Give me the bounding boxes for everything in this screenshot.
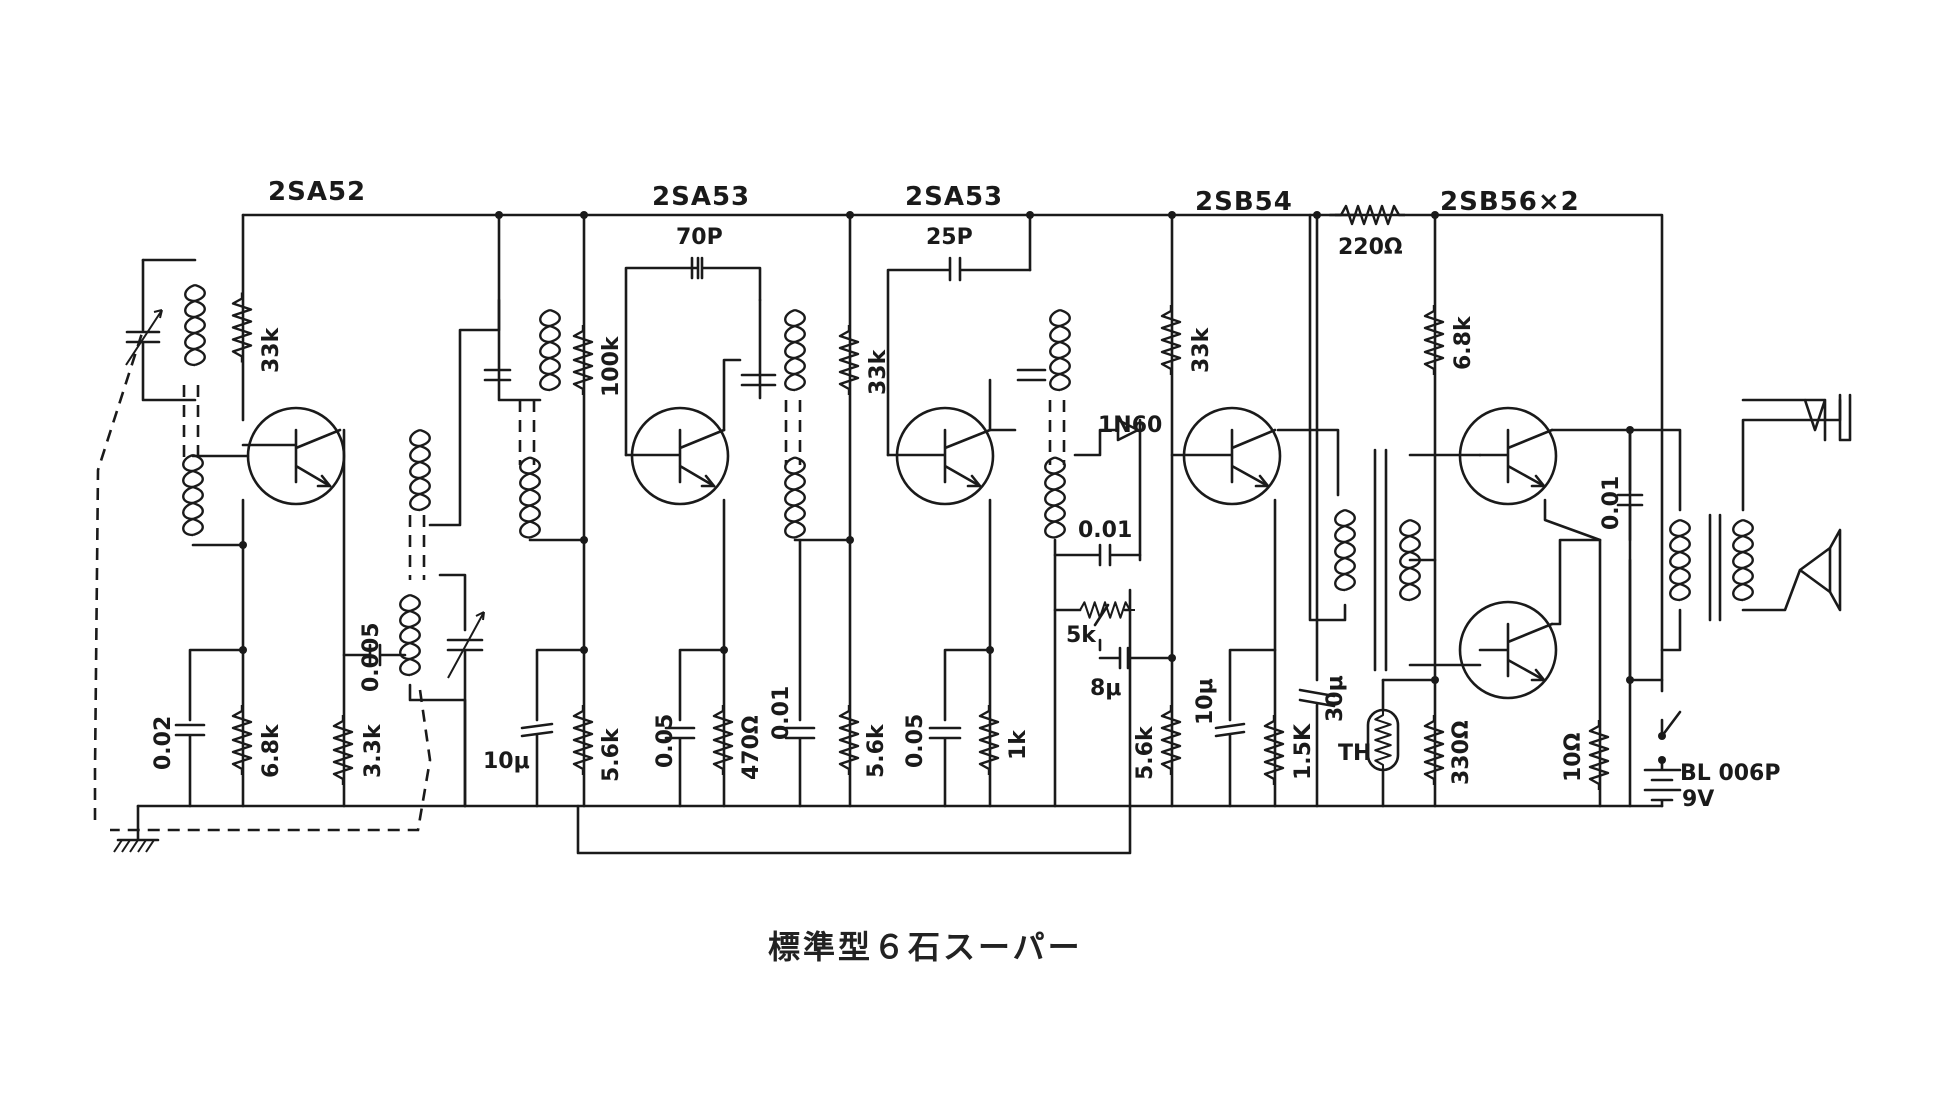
label-r-220: 220Ω — [1338, 235, 1403, 260]
label-r-10: 10Ω — [1561, 732, 1586, 782]
label-2sb54: 2SB54 — [1195, 187, 1293, 217]
stage-af-driver — [1160, 213, 1340, 808]
label-r-100k: 100k — [599, 335, 624, 397]
label-c-005-b: 0.05 — [903, 714, 928, 768]
label-r-33k-low: 3.3k — [361, 723, 386, 778]
label-r-33k-a: 33k — [259, 326, 284, 373]
label-c-10u-b: 10μ — [1193, 678, 1218, 725]
label-r-68k-a: 6.8k — [259, 723, 284, 778]
transistor-labels: 2SA52 2SA53 2SA53 2SB54 2SB56×2 — [268, 177, 1580, 217]
component-labels: 33k 100k 33k 33k 6.8k 220Ω 70P 25P 1N60 … — [151, 225, 1781, 812]
label-diode: 1N60 — [1098, 413, 1162, 438]
label-c-8u: 8μ — [1090, 676, 1122, 701]
decoupling — [1298, 204, 1445, 808]
label-c-005-a: 0.05 — [653, 714, 678, 768]
label-2sb56x2: 2SB56×2 — [1440, 187, 1580, 217]
label-c-001-a: 0.01 — [769, 686, 794, 740]
label-r-330: 330Ω — [1449, 720, 1474, 785]
label-2sa53-a: 2SA53 — [652, 182, 750, 212]
label-c-30u: 30μ — [1323, 675, 1348, 722]
label-battery-voltage: 9V — [1682, 787, 1714, 812]
ground-rail — [93, 329, 1664, 855]
top-rail — [241, 211, 1664, 693]
label-battery: BL 006P — [1680, 761, 1781, 786]
label-c-10u-a: 10μ — [483, 749, 530, 774]
schematic-caption: 標準型６石スーパー — [768, 928, 1083, 966]
label-r-5k: 5k — [1066, 623, 1097, 648]
driver-transformer — [1308, 213, 1482, 672]
label-r-56k-b: 5.6k — [864, 723, 889, 778]
stage-converter — [110, 213, 562, 832]
label-thermistor: TH — [1338, 741, 1371, 766]
label-c-002: 0.02 — [151, 716, 176, 770]
stage-if1 — [518, 213, 852, 808]
label-c-001-b: 0.01 — [1078, 518, 1132, 543]
label-c-70p: 70P — [676, 225, 723, 250]
label-2sa52: 2SA52 — [268, 177, 366, 207]
label-c-001-c: 0.01 — [1599, 476, 1624, 530]
label-r-56k-c: 5.6k — [1133, 725, 1158, 780]
label-c-25p: 25P — [926, 225, 973, 250]
label-r-1k: 1k — [1006, 729, 1031, 760]
label-r-15k: 1.5K — [1291, 723, 1316, 780]
label-r-56k-a: 5.6k — [599, 727, 624, 782]
label-r-33k-c: 33k — [1189, 326, 1214, 373]
label-c-0005: 0.005 — [359, 622, 384, 692]
label-r-33k-b: 33k — [866, 348, 891, 395]
label-r-68k-b: 6.8k — [1451, 315, 1476, 370]
label-r-470: 470Ω — [739, 715, 764, 780]
detector — [1053, 418, 1174, 808]
stage-output — [1458, 393, 1852, 808]
label-2sa53-b: 2SA53 — [905, 182, 1003, 212]
stage-if2 — [784, 213, 1072, 808]
